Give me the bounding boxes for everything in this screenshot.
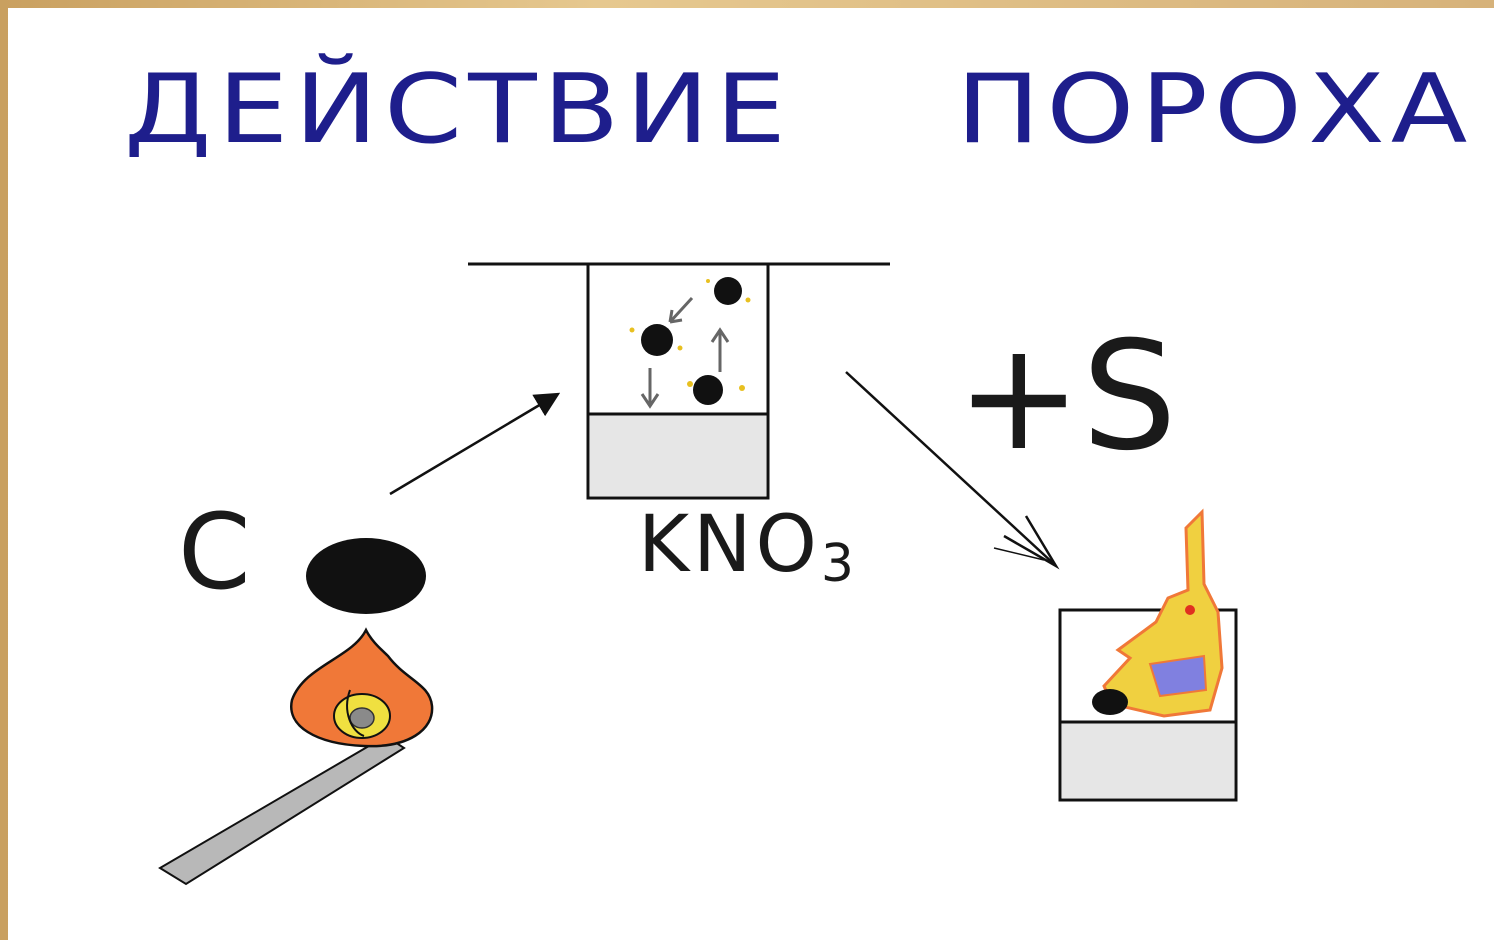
particle-1: [714, 277, 742, 305]
pot-flame-core: [1148, 654, 1208, 698]
match-stick: [158, 734, 406, 886]
carbon-label: C: [178, 491, 251, 613]
burning-pot: [1058, 508, 1238, 802]
particle-3: [693, 375, 723, 405]
motion-arrows: [640, 296, 730, 409]
nitrate-label: KNO3: [638, 500, 858, 594]
arrow-to-burning-pot: [845, 371, 1060, 570]
carbon-particles: [629, 277, 751, 405]
match-flame: [289, 627, 434, 748]
carbon-ball: [306, 538, 426, 614]
nitrate-subscript: 3: [820, 534, 858, 594]
particle-2: [641, 324, 673, 356]
sulfur-label: +S: [956, 310, 1177, 484]
container-bottom-fill: [590, 414, 766, 496]
nitrate-container: [468, 262, 890, 500]
pot-particle: [1092, 689, 1128, 715]
title-word-1: ДЕЙСТВИЕ: [124, 54, 793, 165]
title-word-2: ПОРОХА: [956, 54, 1474, 165]
arrow-to-container: [389, 392, 561, 496]
match-icon: [158, 627, 434, 886]
